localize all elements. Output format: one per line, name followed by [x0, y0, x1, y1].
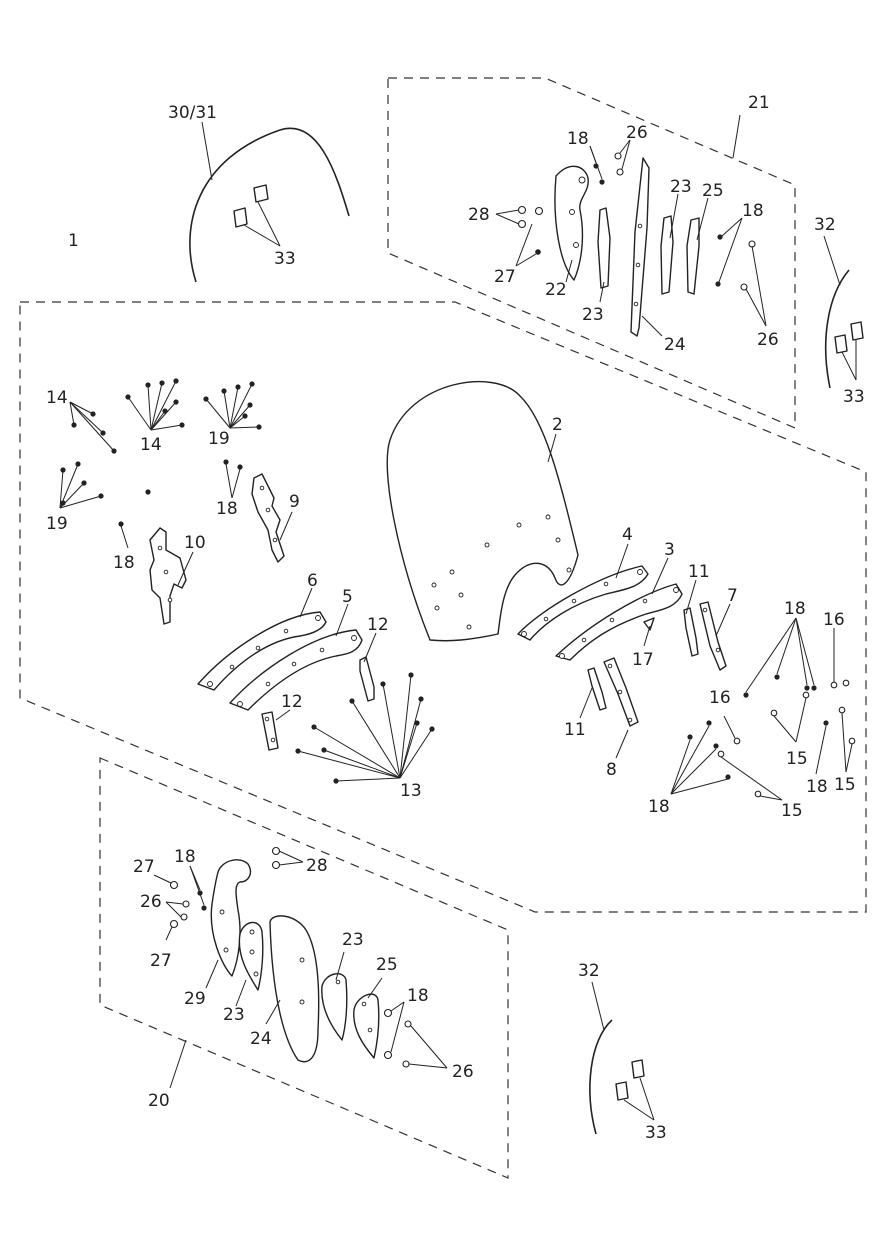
kit-21-boundary [387, 77, 796, 429]
callout-18: 18 [174, 847, 196, 867]
brackets-right-11-7-8-17 [579, 579, 731, 759]
kit-21-parts [495, 114, 767, 337]
callout-12: 12 [367, 615, 389, 635]
callout-18: 18 [784, 599, 806, 619]
callout-18: 18 [742, 201, 764, 221]
callout-1: 1 [68, 231, 79, 251]
callout-21: 21 [748, 93, 770, 113]
callout-18: 18 [806, 777, 828, 797]
callout-28: 28 [468, 205, 490, 225]
fasteners-right [670, 617, 856, 801]
callout-23: 23 [582, 305, 604, 325]
callout-24: 24 [250, 1029, 272, 1049]
arc-brackets-right [517, 543, 683, 661]
callout-23: 23 [342, 930, 364, 950]
callout-16: 16 [823, 610, 845, 630]
callout-25: 25 [702, 181, 724, 201]
callout-32: 32 [578, 961, 600, 981]
callout-11: 11 [688, 562, 710, 582]
callout-labels: 30/31 33 1 21 18 26 28 27 22 23 24 23 25… [46, 93, 865, 1143]
callout-15: 15 [834, 775, 856, 795]
callout-27: 27 [150, 951, 172, 971]
kit-1-boundary [19, 301, 867, 913]
callout-9: 9 [289, 492, 300, 512]
callout-18: 18 [407, 986, 429, 1006]
callout-17: 17 [632, 650, 654, 670]
callout-15: 15 [786, 749, 808, 769]
callout-23: 23 [670, 177, 692, 197]
fasteners-13 [295, 672, 435, 784]
callout-3: 3 [664, 540, 675, 560]
callout-16: 16 [709, 688, 731, 708]
callout-18: 18 [113, 553, 135, 573]
callout-26: 26 [626, 123, 648, 143]
callout-25: 25 [376, 955, 398, 975]
callout-26: 26 [452, 1062, 474, 1082]
callout-18: 18 [567, 129, 589, 149]
callout-11: 11 [564, 720, 586, 740]
kit-20-parts [153, 846, 448, 1089]
mount-brackets-9-10 [149, 473, 293, 625]
callout-14: 14 [46, 388, 68, 408]
callout-29: 29 [184, 989, 206, 1009]
callout-18: 18 [216, 499, 238, 519]
callout-10: 10 [184, 533, 206, 553]
callout-27: 27 [494, 267, 516, 287]
callout-30-31: 30/31 [168, 103, 217, 123]
kit-20-boundary [99, 757, 509, 1179]
callout-4: 4 [622, 525, 633, 545]
callout-7: 7 [727, 586, 738, 606]
callout-18: 18 [648, 797, 670, 817]
callout-22: 22 [545, 280, 567, 300]
callout-33: 33 [843, 387, 865, 407]
callout-19: 19 [208, 429, 230, 449]
fasteners-upper-left [59, 378, 262, 549]
callout-26: 26 [140, 892, 162, 912]
trim-32-bottom [589, 981, 655, 1135]
brackets-12 [261, 632, 377, 751]
callout-23: 23 [223, 1005, 245, 1025]
windscreen-2 [386, 380, 579, 642]
callout-20: 20 [148, 1091, 170, 1111]
callout-15: 15 [781, 801, 803, 821]
callout-19: 19 [46, 514, 68, 534]
callout-14: 14 [140, 435, 162, 455]
callout-12: 12 [281, 692, 303, 712]
callout-28: 28 [306, 856, 328, 876]
trim-32-top [823, 235, 864, 389]
callout-8: 8 [606, 760, 617, 780]
arc-brackets-left [197, 587, 363, 711]
callout-33: 33 [274, 249, 296, 269]
callout-33: 33 [645, 1123, 667, 1143]
callout-32: 32 [814, 215, 836, 235]
windscreen-30-31 [189, 121, 350, 283]
callout-26: 26 [757, 330, 779, 350]
callout-2: 2 [552, 415, 563, 435]
callout-5: 5 [342, 587, 353, 607]
callout-6: 6 [307, 571, 318, 591]
callout-24: 24 [664, 335, 686, 355]
callout-13: 13 [400, 781, 422, 801]
callout-27: 27 [133, 857, 155, 877]
